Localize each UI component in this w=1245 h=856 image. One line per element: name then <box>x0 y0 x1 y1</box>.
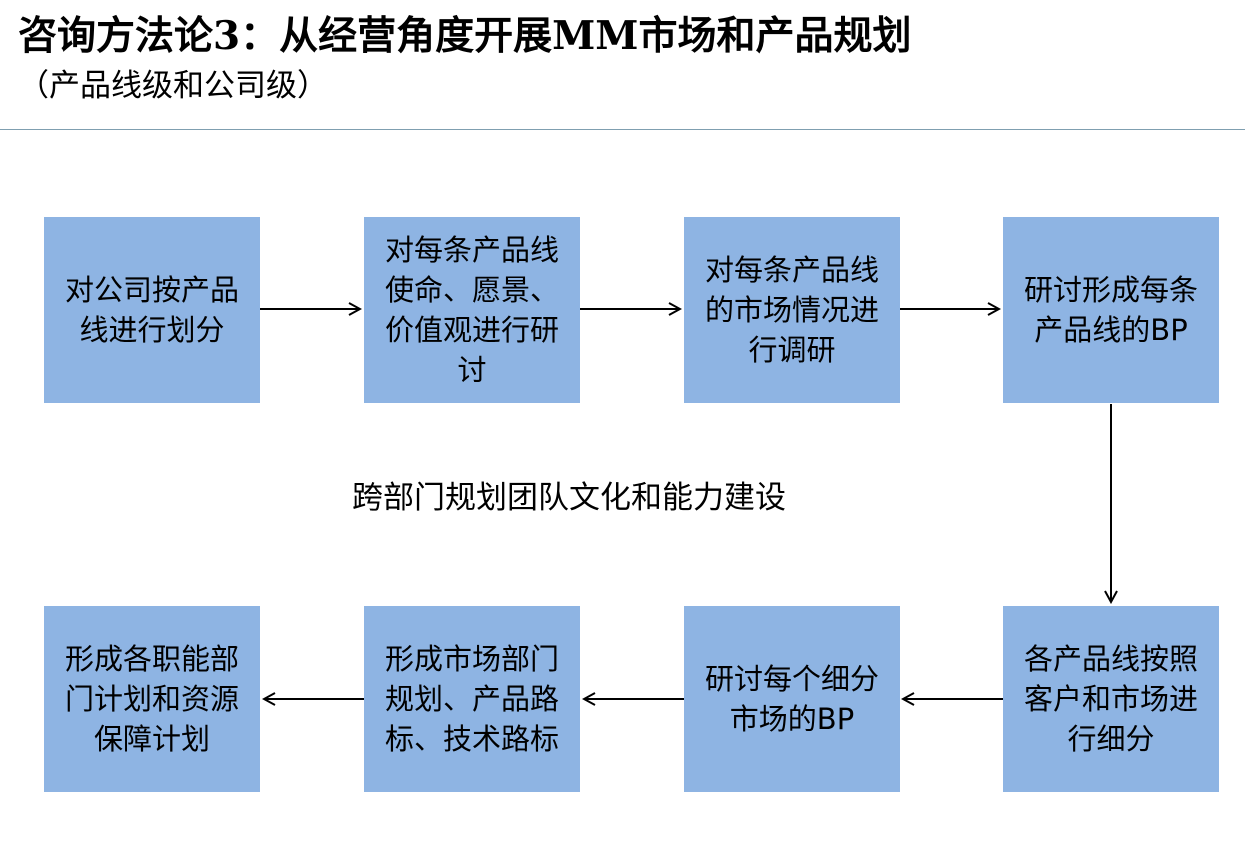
step-box-2: 对每条产品线使命、愿景、价值观进行研讨 <box>364 217 580 403</box>
step-label-1: 对公司按产品线进行划分 <box>64 273 239 347</box>
step-box-8: 形成各职能部门计划和资源保障计划 <box>44 606 260 792</box>
step-label-2: 对每条产品线使命、愿景、价值观进行研讨 <box>384 233 559 387</box>
center-caption: 跨部门规划团队文化和能力建设 <box>352 480 786 516</box>
page-subtitle: （产品线级和公司级） <box>18 68 328 104</box>
step-box-7: 形成市场部门规划、产品路标、技术路标 <box>364 606 580 792</box>
step-label-4: 研讨形成每条产品线的BP <box>1023 273 1198 347</box>
step-box-1: 对公司按产品线进行划分 <box>44 217 260 403</box>
step-label-8: 形成各职能部门计划和资源保障计划 <box>64 642 239 756</box>
step-label-3: 对每条产品线的市场情况进行调研 <box>704 253 879 367</box>
page-title: 咨询方法论3：从经营角度开展MM市场和产品规划 <box>18 13 912 59</box>
step-box-5: 各产品线按照客户和市场进行细分 <box>1003 606 1219 792</box>
step-box-6: 研讨每个细分市场的BP <box>684 606 900 792</box>
step-label-7: 形成市场部门规划、产品路标、技术路标 <box>384 642 559 756</box>
step-label-6: 研讨每个细分市场的BP <box>704 662 879 736</box>
step-box-4: 研讨形成每条产品线的BP <box>1003 217 1219 403</box>
header-divider <box>0 129 1245 130</box>
step-label-5: 各产品线按照客户和市场进行细分 <box>1023 642 1198 756</box>
step-box-3: 对每条产品线的市场情况进行调研 <box>684 217 900 403</box>
